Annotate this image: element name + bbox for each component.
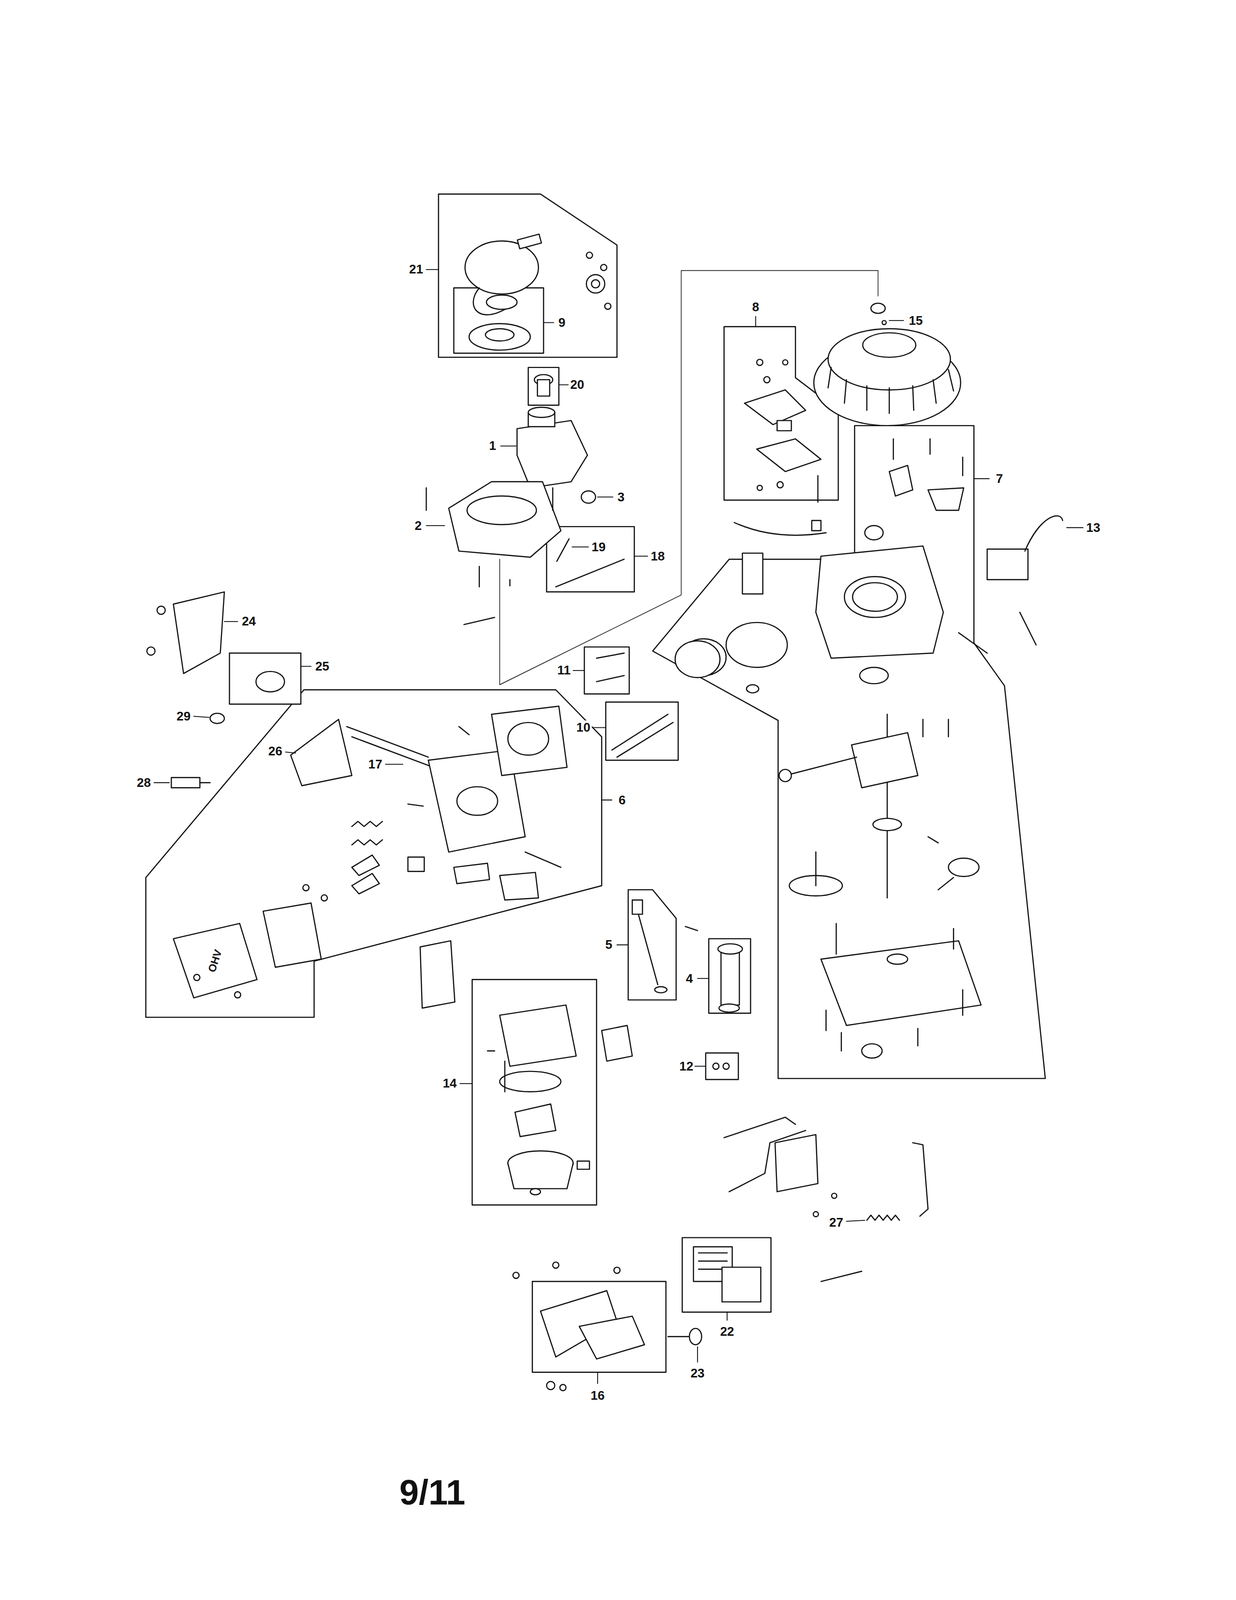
leader-line [193, 715, 210, 717]
callout-number: 3 [616, 490, 626, 504]
callout-number: 28 [135, 775, 153, 790]
leader-line [597, 496, 614, 498]
leader-line [500, 445, 517, 447]
leader-line [459, 1082, 473, 1084]
group-outlines [145, 193, 1046, 1372]
control-plate [734, 359, 826, 536]
callout-number: 17 [366, 757, 384, 771]
callout-number: 25 [313, 659, 331, 673]
leader-line [697, 977, 709, 979]
callout-number: 9 [556, 315, 567, 330]
leader-line [301, 665, 312, 667]
leader-line [694, 1065, 706, 1067]
callout-number: 5 [603, 937, 614, 951]
leader-line [285, 751, 296, 753]
callout-number: 21 [407, 262, 425, 276]
flywheel [813, 302, 961, 426]
leader-line [597, 1371, 599, 1383]
leader-line [593, 727, 606, 729]
callout-number: 29 [174, 709, 192, 723]
throttle-linkage [724, 1116, 929, 1282]
leader-line [385, 763, 403, 765]
callout-number: 14 [441, 1076, 459, 1090]
leader-line [697, 1346, 698, 1363]
leader-line [601, 799, 612, 801]
callout-number: 12 [678, 1059, 696, 1073]
recoil-starter [464, 234, 611, 397]
leader-line [572, 669, 585, 671]
fuel-tank-shroud [426, 407, 624, 625]
leader-line [617, 944, 629, 946]
carburetor [420, 940, 633, 1195]
callout-number: 26 [267, 744, 285, 758]
callout-number: 6 [617, 792, 627, 807]
air-cleaner [512, 1246, 761, 1391]
callout-number: 16 [588, 1388, 606, 1402]
callout-number: 18 [649, 549, 667, 563]
leader-line [426, 269, 439, 270]
callout-number: 15 [907, 313, 925, 328]
callout-number: 20 [568, 377, 586, 392]
callout-number: 22 [718, 1324, 736, 1338]
callout-number: 1 [487, 438, 498, 453]
callout-number: 19 [590, 539, 608, 554]
leader-line [726, 1311, 728, 1320]
leader-line [558, 384, 570, 386]
callout-number: 8 [750, 300, 761, 314]
leader-line [889, 319, 904, 321]
callout-number: 11 [555, 663, 573, 677]
page-number: 9/11 [397, 1473, 467, 1510]
callout-number: 10 [574, 720, 592, 734]
leader-line [973, 477, 990, 479]
leader-line [634, 555, 648, 557]
short-block [675, 438, 1063, 1058]
leader-line [154, 781, 170, 783]
leader-lines [154, 269, 1084, 1384]
callout-number: 2 [412, 518, 423, 533]
callout-number: 7 [994, 471, 1005, 486]
leader-line [543, 321, 554, 323]
leader-line [571, 546, 589, 548]
callout-number: 23 [689, 1365, 707, 1380]
valve-rod-dipstick [596, 652, 743, 1069]
muffler-parts [146, 591, 302, 788]
callout-number: 24 [240, 614, 258, 628]
callout-number: 27 [827, 1215, 845, 1229]
leader-line [224, 620, 238, 622]
leader-line [1066, 526, 1084, 528]
leader-line [426, 524, 445, 526]
callout-number: 4 [684, 971, 695, 985]
cylinder-head [173, 705, 568, 998]
leader-line [846, 1220, 865, 1221]
leader-line [755, 316, 757, 327]
callout-number: 13 [1084, 520, 1102, 535]
